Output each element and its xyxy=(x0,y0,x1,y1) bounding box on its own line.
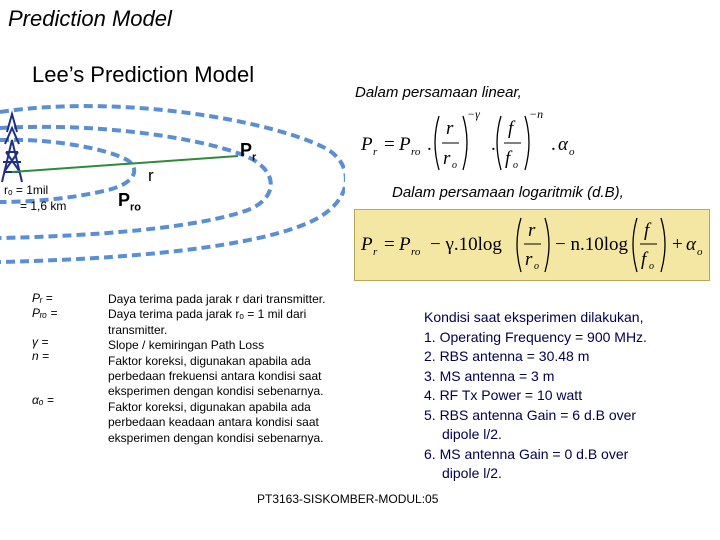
conditions-list: Kondisi saat eksperimen dilakukan, 1. Op… xyxy=(424,308,716,484)
pr-label: Pr xyxy=(240,140,257,164)
condition-item: dipole l/2. xyxy=(442,426,502,442)
linear-equation: P r = P ro . r r o −γ . f f o −n . α o xyxy=(355,106,590,178)
svg-text:=: = xyxy=(384,134,395,155)
middle-ring xyxy=(0,124,273,240)
ro-label-2: = 1,6 km xyxy=(20,199,67,213)
svg-text:ro: ro xyxy=(411,246,421,258)
svg-text:r: r xyxy=(528,220,536,241)
svg-text:P: P xyxy=(360,134,373,155)
definition-line: Slope / kemiringan Path Loss xyxy=(108,338,265,353)
symbol-alpha: αₒ = xyxy=(32,393,54,408)
ro-label-1: rₒ = 1mil xyxy=(4,183,49,197)
svg-text:ro: ro xyxy=(411,146,421,158)
section-subtitle: Lee’s Prediction Model xyxy=(32,62,255,87)
condition-item: 3. MS antenna = 3 m xyxy=(424,367,555,384)
symbol-pro: Pᵣₒ = xyxy=(32,305,58,320)
definition-line: transmitter. xyxy=(108,322,168,337)
svg-text:+: + xyxy=(672,234,683,255)
coverage-diagram xyxy=(0,104,345,264)
svg-text:.: . xyxy=(491,134,496,155)
svg-text:f: f xyxy=(505,148,513,169)
definition-line: Faktor koreksi, digunakan apabila ada xyxy=(108,353,311,368)
linear-note: Dalam persamaan linear, xyxy=(355,84,522,101)
condition-item: 6. MS antenna Gain = 0 d.B over xyxy=(424,445,629,462)
svg-text:o: o xyxy=(697,246,703,258)
svg-text:o: o xyxy=(513,160,518,171)
page-title: Prediction Model xyxy=(8,6,172,31)
condition-item: dipole l/2. xyxy=(442,465,502,481)
condition-item: 4. RF Tx Power = 10 watt xyxy=(424,387,583,403)
svg-text:r: r xyxy=(525,249,533,270)
definition-line: eksperimen dengan kondisi sebenarnya. xyxy=(108,430,324,445)
svg-text:r: r xyxy=(443,148,451,169)
radius-line xyxy=(11,155,239,173)
svg-text:f: f xyxy=(641,249,649,270)
symbols-column: Pᵣ = Pᵣₒ = γ = n = αₒ = xyxy=(32,292,57,409)
svg-text:−n: −n xyxy=(529,107,543,121)
svg-text:α: α xyxy=(558,134,569,155)
condition-item: 5. RBS antenna Gain = 6 d.B over xyxy=(424,406,637,423)
logarithmic-note: Dalam persamaan logaritmik (d.B), xyxy=(392,184,624,201)
svg-text:o: o xyxy=(534,261,539,272)
definition-line: Faktor koreksi, digunakan apabila ada xyxy=(108,399,311,414)
svg-text:f: f xyxy=(644,220,652,241)
definitions-text: Daya terima pada jarak r dari transmitte… xyxy=(108,292,398,446)
r-label: r xyxy=(148,166,154,185)
svg-text:P: P xyxy=(398,234,411,255)
svg-text:−γ: −γ xyxy=(467,107,480,121)
definition-line: perbedaan keadaan antara kondisi saat xyxy=(108,415,319,430)
svg-text:r: r xyxy=(446,118,454,139)
definition-line: Daya terima pada jarak r dari transmitte… xyxy=(108,292,326,306)
svg-text:=: = xyxy=(384,234,395,255)
condition-item: 2. RBS antenna = 30.48 m xyxy=(424,348,590,364)
inner-ring xyxy=(0,137,137,204)
symbol-pr: Pᵣ = xyxy=(32,291,53,305)
svg-text:o: o xyxy=(452,160,457,171)
svg-text:o: o xyxy=(569,146,575,158)
svg-text:α: α xyxy=(686,234,697,255)
svg-text:o: o xyxy=(649,261,654,272)
definition-line: eksperimen dengan kondisi sebenarnya. xyxy=(108,384,324,399)
log-equation: P r = P ro − γ.10log r r o − n.10log f f… xyxy=(354,209,710,281)
symbol-gamma: γ = xyxy=(32,334,49,349)
svg-text:f: f xyxy=(508,118,516,139)
svg-text:.: . xyxy=(551,134,556,155)
svg-text:P: P xyxy=(360,234,373,255)
definition-line: perbedaan frekuensi antara kondisi saat xyxy=(108,369,322,384)
svg-text:r: r xyxy=(373,146,378,158)
outer-ring xyxy=(0,104,345,264)
pro-label: Pro xyxy=(118,190,142,214)
svg-text:r: r xyxy=(373,246,378,258)
svg-text:− γ.10log: − γ.10log xyxy=(430,234,502,255)
svg-text:P: P xyxy=(398,134,411,155)
conditions-heading: Kondisi saat eksperimen dilakukan, xyxy=(424,309,644,325)
svg-text:.: . xyxy=(427,134,432,155)
definition-line: Daya terima pada jarak rₒ = 1 mil dari xyxy=(108,307,307,322)
antenna-tower-icon xyxy=(1,110,23,183)
footer-text: PT3163-SISKOMBER-MODUL:05 xyxy=(257,492,439,506)
symbol-n: n = xyxy=(32,349,50,364)
svg-text:− n.10log: − n.10log xyxy=(555,234,628,255)
condition-item: 1. Operating Frequency = 900 MHz. xyxy=(424,328,647,345)
